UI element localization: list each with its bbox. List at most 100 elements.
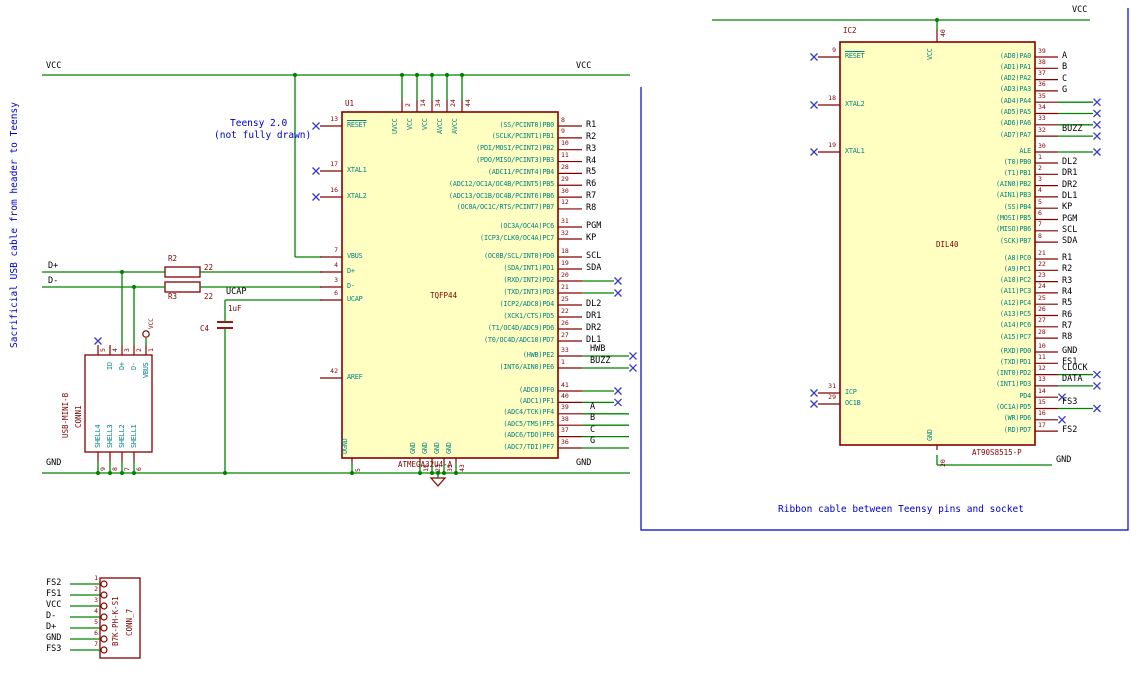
net-label: B <box>590 413 596 424</box>
pin-name: SHELL2 <box>118 424 126 448</box>
net-label: G <box>1062 84 1068 95</box>
pin-number: 19 <box>828 141 836 149</box>
ic2-reference: IC2 <box>843 26 857 35</box>
pin-number: 2 <box>404 103 412 107</box>
net-label: CLOCK <box>1062 362 1088 373</box>
pin-name: (MOSI)PB5 <box>995 214 1031 222</box>
pin-name: (A13)PC5 <box>999 310 1031 318</box>
junction-dot <box>429 72 435 78</box>
pin-name: (AIN1)PB3 <box>995 191 1031 200</box>
junction-dot <box>414 72 420 78</box>
no-connect-x <box>1093 404 1101 413</box>
pin-number: 5 <box>94 618 98 626</box>
junction-dot <box>107 470 113 476</box>
no-connect-x <box>629 364 637 372</box>
pin-name: SHELL4 <box>94 424 102 448</box>
pin-number: 25 <box>561 294 569 303</box>
net-label: BUZZ <box>1062 124 1083 135</box>
pin-number: 5 <box>1038 197 1042 206</box>
pin-number: 34 <box>1038 103 1046 111</box>
net-label: DL1 <box>586 335 602 345</box>
junction-dot <box>222 470 228 476</box>
net-label: G <box>590 436 596 446</box>
pin-number: 11 <box>561 151 569 160</box>
pin-number: 8 <box>561 115 565 124</box>
junction-dot <box>119 470 125 476</box>
pin-number: 43 <box>458 464 466 472</box>
no-connect-x <box>1093 120 1101 129</box>
no-connect-x <box>614 277 622 285</box>
pin-number: 3 <box>94 596 98 604</box>
pin-number: 2 <box>1038 163 1042 172</box>
pin-number: 1 <box>147 348 155 352</box>
pin-number: 14 <box>419 99 427 107</box>
no-connect-x <box>1093 98 1101 107</box>
net-label: DR2 <box>586 323 602 333</box>
pin-name: XTAL2 <box>845 99 865 108</box>
net-label: R3 <box>586 143 597 154</box>
pin-name: (T0)PB0 <box>1003 157 1031 166</box>
pin-name: (AD3)PA3 <box>999 85 1031 94</box>
net-label: KP <box>1062 202 1073 213</box>
c4-value: 1uF <box>228 304 242 313</box>
net-label: R7 <box>1062 320 1073 331</box>
pin-name: (RD)PD7 <box>1003 425 1031 434</box>
net-label-dminus: D- <box>48 276 59 286</box>
pin-name: (TXD)PD1 <box>999 357 1031 366</box>
no-connect-x <box>1058 415 1066 424</box>
net-label: FS3 <box>1062 396 1078 407</box>
pin-number: 26 <box>1038 305 1046 313</box>
conn7-value: B7K-PH-K-S1 <box>111 596 120 646</box>
net-label: C <box>1062 73 1068 84</box>
pin-name: (AD4)PA4 <box>999 96 1031 105</box>
net-label: GND <box>46 633 62 643</box>
junction-dot <box>459 72 465 78</box>
pin-number: 31 <box>561 216 569 225</box>
net-label: R8 <box>1062 332 1073 343</box>
pin-name: (ICP3/CLK0/OC4A)PC7 <box>480 233 554 242</box>
pin-number: 29 <box>828 393 836 401</box>
net-label-dplus: D+ <box>48 261 59 271</box>
net-label-gnd-left: GND <box>46 458 62 468</box>
pin-circle <box>100 613 108 621</box>
net-label: PGM <box>1062 213 1078 224</box>
no-connect-x <box>614 398 622 407</box>
pin-name: (AD5)PA5 <box>999 108 1031 116</box>
pin-number: 29 <box>561 174 569 183</box>
pin-number: 7 <box>334 246 338 254</box>
no-connect-x <box>1093 109 1101 118</box>
net-label: FS2 <box>1062 425 1078 436</box>
net-label: DR1 <box>586 311 602 321</box>
pin-number: 38 <box>1038 57 1046 66</box>
pin-name: (RXD/INT2)PD2 <box>503 275 554 284</box>
net-label: A <box>590 401 596 412</box>
pin-name: D+ <box>118 362 126 370</box>
pin-name: (HWB)PE2 <box>522 350 554 359</box>
pin-number: 8 <box>1038 231 1042 240</box>
pin-number: 4 <box>1038 186 1042 195</box>
no-connect-x <box>1093 370 1101 379</box>
pin-number: 37 <box>1038 69 1046 78</box>
net-label: B <box>1062 62 1068 73</box>
pin-number: 22 <box>1038 259 1046 268</box>
pin-circle <box>100 591 108 599</box>
pin-number: 36 <box>561 437 569 446</box>
pin-name: VCC <box>421 118 429 130</box>
no-connect-x <box>1093 132 1101 141</box>
junction-dot <box>934 17 940 23</box>
pin-circle <box>100 602 108 610</box>
net-label: D+ <box>46 622 57 632</box>
r2-value: 22 <box>204 263 214 272</box>
pin-number: 23 <box>1038 271 1046 280</box>
pin-number: 10 <box>1038 341 1046 350</box>
pin-name: (PDI/MOSI/PCINT2)PB2 <box>476 144 554 153</box>
pin-number: 25 <box>1038 293 1046 302</box>
pin-name: (ICP2/ADC8)PD4 <box>499 299 555 308</box>
junction-dot <box>349 470 355 476</box>
no-connect-x <box>810 53 818 61</box>
pin-number: 23 <box>434 464 442 472</box>
pin-number: 30 <box>561 186 569 195</box>
junction-dot <box>444 72 450 78</box>
net-label: BUZZ <box>590 356 611 366</box>
pin-number: 7 <box>94 640 98 648</box>
